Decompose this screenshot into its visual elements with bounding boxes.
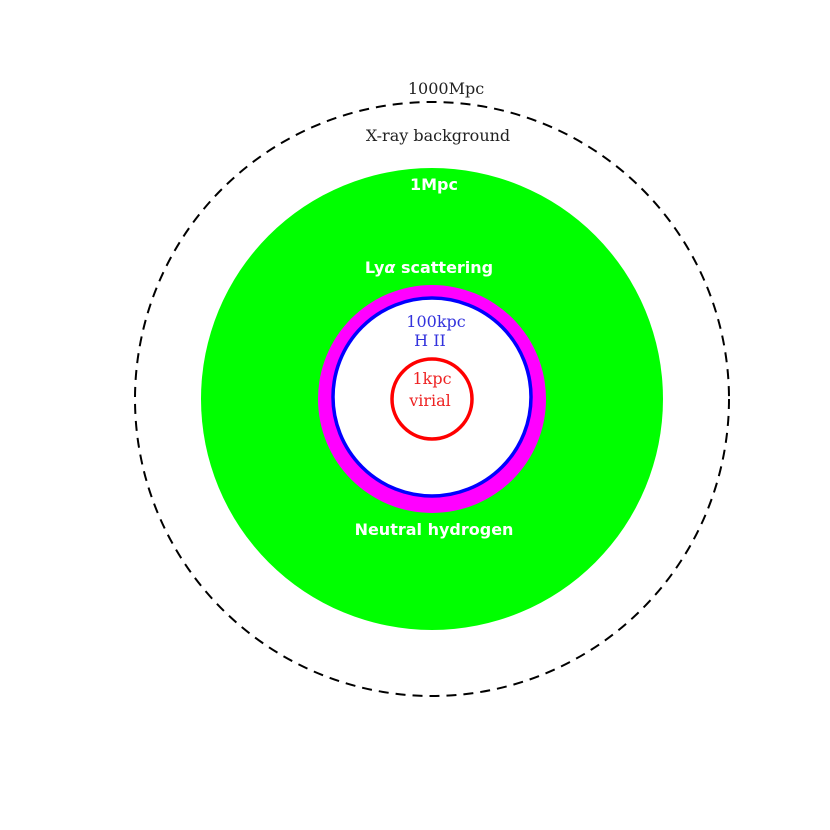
virial-circle — [390, 357, 474, 441]
neutral-radius-label: 1Mpc — [410, 175, 458, 194]
lya-greek: α — [384, 258, 396, 277]
hii-region-disc — [331, 296, 533, 498]
xray-boundary-circle — [134, 101, 730, 697]
neutral-hydrogen-label: Neutral hydrogen — [355, 520, 514, 539]
lya-scattering-label: Lyα scattering — [365, 258, 493, 277]
virial-radius-label: 1kpc — [412, 369, 451, 388]
outer-radius-label: 1000Mpc — [408, 79, 484, 98]
xray-background-label: X-ray background — [366, 126, 510, 145]
hii-name-label: H II — [414, 331, 446, 350]
virial-name-label: virial — [408, 391, 451, 410]
lya-prefix: Ly — [365, 258, 385, 277]
lya-suffix: scattering — [395, 258, 493, 277]
hii-radius-label: 100kpc — [406, 312, 465, 331]
